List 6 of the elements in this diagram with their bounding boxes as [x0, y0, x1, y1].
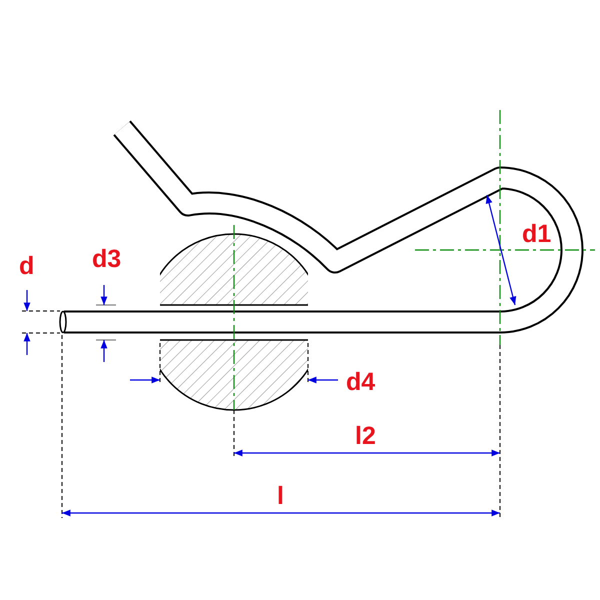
dimension-label: d3	[92, 247, 122, 272]
dimension-label: l	[277, 484, 284, 509]
dimension-label: l2	[355, 424, 376, 449]
dimension-label: d	[19, 254, 34, 279]
dimension-label: d1	[522, 222, 552, 247]
dimension-label: d4	[346, 370, 376, 395]
